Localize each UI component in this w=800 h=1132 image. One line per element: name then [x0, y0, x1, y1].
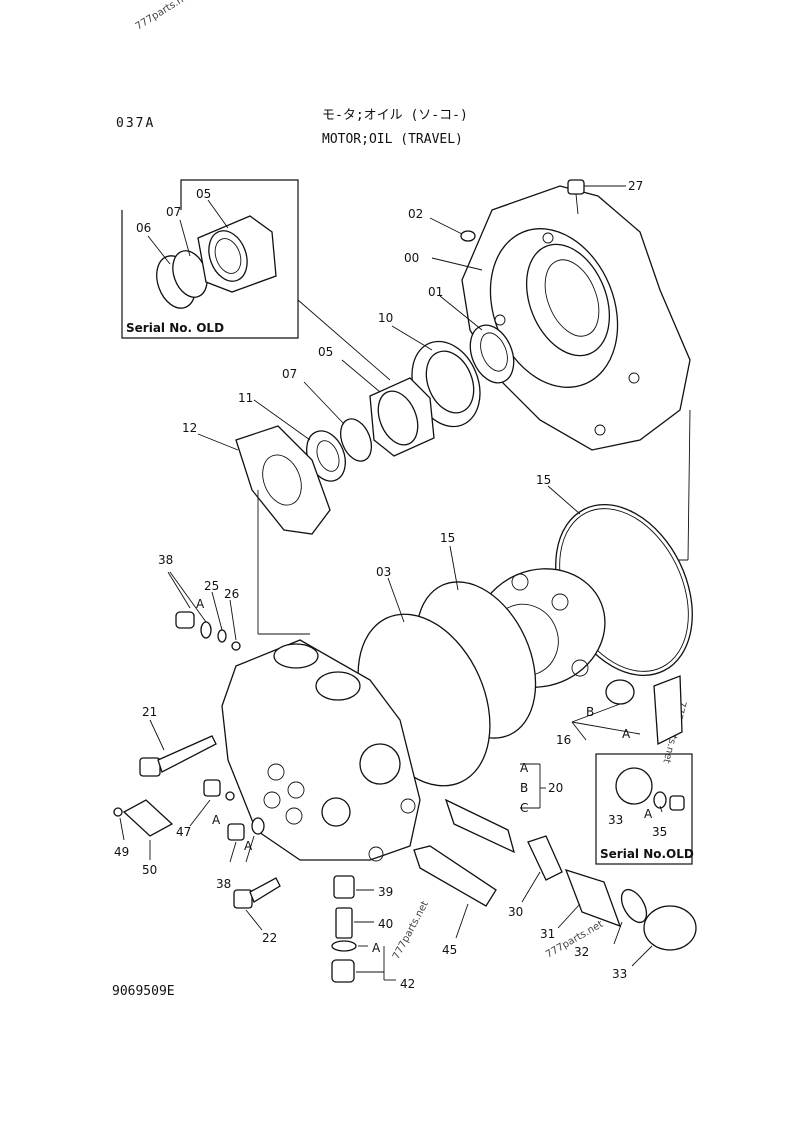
callout-03: 03 — [376, 565, 391, 579]
valve-45 — [413, 845, 497, 939]
callout-07-inset: 07 — [166, 205, 181, 219]
callout-38-upper: 38 — [158, 553, 173, 567]
callout-05-inset: 05 — [196, 187, 211, 201]
callout-21: 21 — [142, 705, 157, 719]
inset-caption: Serial No.OLD — [600, 847, 694, 861]
bearing-05 — [341, 359, 435, 457]
callout-labels: 00 01 02 03 05 06 07 05 07 10 11 12 15 1… — [114, 179, 667, 991]
callout-22: 22 — [262, 931, 277, 945]
valve-block — [221, 639, 421, 862]
callout-38-lower-A: A — [244, 839, 253, 853]
callout-01: 01 — [428, 285, 443, 299]
callout-35-A: A — [644, 807, 653, 821]
inset-old-serial-right: Serial No.OLD — [595, 753, 694, 865]
callout-15-inner: 15 — [440, 531, 455, 545]
callout-26: 26 — [224, 587, 239, 601]
callout-12: 12 — [182, 421, 197, 435]
plug-47 — [189, 779, 235, 827]
o-ring-02 — [460, 230, 476, 242]
bolt-22 — [233, 877, 281, 931]
callout-05: 05 — [318, 345, 333, 359]
callout-40: 40 — [378, 917, 393, 931]
callout-25: 25 — [204, 579, 219, 593]
callout-35: 35 — [652, 825, 667, 839]
callout-20-B: B — [520, 781, 528, 795]
drawing-number: 9069509E — [112, 984, 175, 999]
watermark: 777parts.net — [391, 899, 431, 961]
inset-old-serial-top: Serial No. OLD — [121, 179, 391, 381]
callout-00: 00 — [404, 251, 419, 265]
plug-38-lower — [227, 817, 265, 863]
callout-27: 27 — [628, 179, 643, 193]
callout-38-upper-A: A — [196, 597, 205, 611]
callout-20-C: C — [520, 801, 528, 815]
callout-10: 10 — [378, 311, 393, 325]
cover-plate-50 — [113, 799, 174, 860]
callout-32: 32 — [574, 945, 589, 959]
watermark: 777parts.net — [134, 0, 195, 33]
callout-07: 07 — [282, 367, 297, 381]
callout-33-inset: 33 — [608, 813, 623, 827]
relief-valve-parts — [521, 835, 697, 967]
housing-00 — [461, 185, 691, 451]
page-code: 037A — [116, 116, 156, 131]
callout-50: 50 — [142, 863, 157, 877]
spool-20 — [444, 763, 546, 854]
callout-06: 06 — [136, 221, 151, 235]
callout-30: 30 — [508, 905, 523, 919]
bolt-21 — [139, 719, 217, 777]
title-english: MOTOR;OIL (TRAVEL) — [322, 132, 463, 147]
callout-31: 31 — [540, 927, 555, 941]
callout-16-A: A — [622, 727, 631, 741]
callout-16-B: B — [586, 705, 594, 719]
callout-15-outer: 15 — [536, 473, 551, 487]
callout-38-lower: 38 — [216, 877, 231, 891]
callout-45: 45 — [442, 943, 457, 957]
inset-caption: Serial No. OLD — [126, 321, 224, 335]
callout-33: 33 — [612, 967, 627, 981]
callout-42-A: A — [372, 941, 381, 955]
plug-16 — [571, 675, 683, 746]
ring-07 — [339, 418, 373, 462]
callout-20-A: A — [520, 761, 529, 775]
callout-02: 02 — [408, 207, 423, 221]
callout-11: 11 — [238, 391, 253, 405]
seal-01 — [439, 295, 515, 384]
callout-49: 49 — [114, 845, 129, 859]
title-japanese: モ-タ;オイル (ソ-コ-) — [322, 108, 468, 123]
callout-20: 20 — [548, 781, 563, 795]
plug-stack-39-40-42 — [331, 875, 396, 983]
callout-47: 47 — [176, 825, 191, 839]
callout-47-A: A — [212, 813, 221, 827]
plug-27 — [567, 179, 626, 215]
plug-38-upper — [167, 571, 241, 651]
callout-42: 42 — [400, 977, 415, 991]
bearing-11 — [253, 399, 346, 482]
callout-16: 16 — [556, 733, 571, 747]
callout-39: 39 — [378, 885, 393, 899]
plate-12 — [197, 425, 331, 535]
